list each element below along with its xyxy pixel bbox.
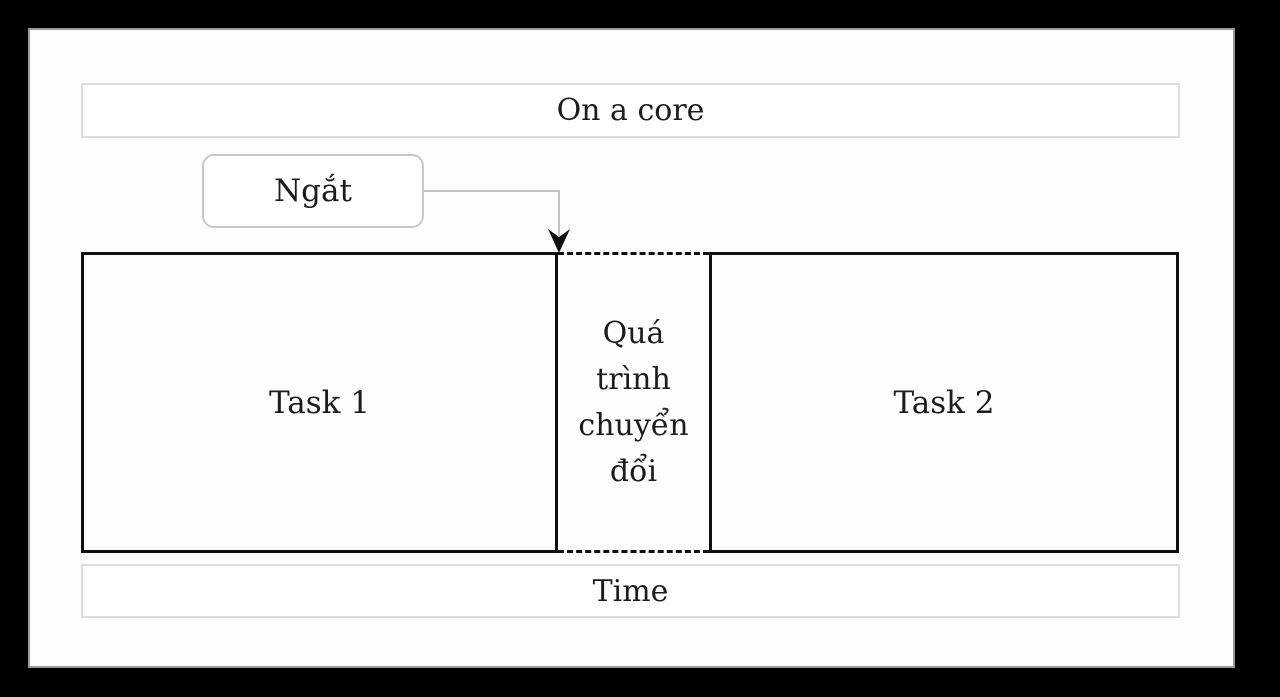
- interrupt-connector-vertical-line: [558, 190, 560, 236]
- on-a-core-label: On a core: [556, 93, 705, 128]
- task1-label: Task 1: [268, 384, 371, 421]
- time-label: Time: [592, 573, 669, 609]
- interrupt-connector-horizontal-line: [424, 190, 560, 192]
- context-switch-box: Quá trình chuyển đổi: [558, 252, 709, 553]
- task2-box: Task 2: [709, 252, 1179, 553]
- interrupt-label: Ngắt: [274, 173, 352, 209]
- task1-box: Task 1: [81, 252, 558, 553]
- context-switch-label-line3: chuyển: [578, 407, 689, 443]
- on-a-core-bar: On a core: [81, 83, 1180, 138]
- diagram-canvas: On a core Ngắt Task 1 Quá trình chuyển đ…: [28, 28, 1235, 668]
- time-bar: Time: [81, 564, 1180, 618]
- interrupt-callout-box: Ngắt: [202, 154, 424, 228]
- context-switch-label-line2: trình: [596, 361, 671, 397]
- arrow-down-icon: [548, 229, 570, 253]
- context-switch-label-line4: đổi: [609, 453, 658, 489]
- task2-label: Task 2: [893, 384, 995, 421]
- context-switch-label-line1: Quá: [602, 315, 665, 351]
